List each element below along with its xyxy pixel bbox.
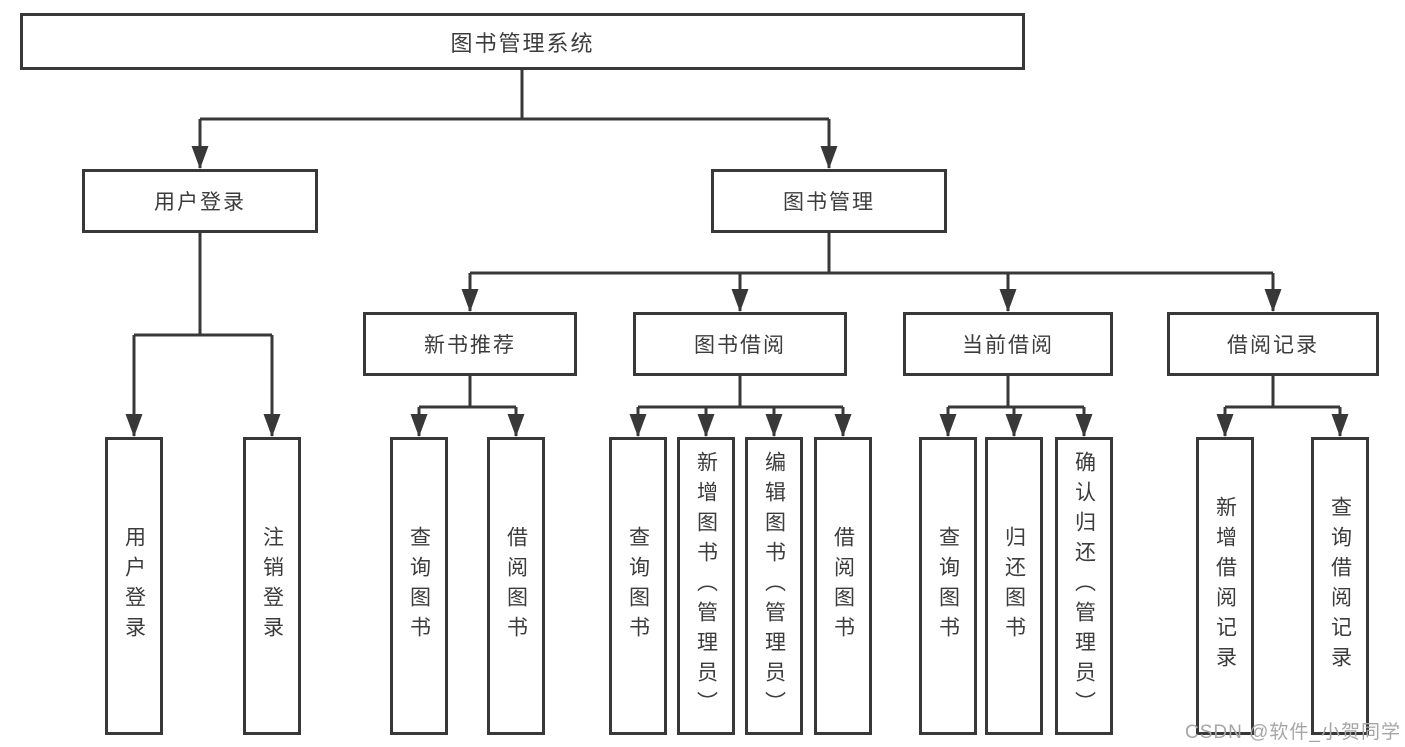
leaf-logout: 注销登录	[243, 437, 301, 735]
node-book-management: 图书管理	[711, 169, 947, 233]
connector-userlogin-leaves	[125, 233, 281, 437]
leaf-current-query-books: 查询图书	[919, 437, 977, 735]
leaf-newrec-borrow-books: 借阅图书	[487, 437, 545, 735]
leaf-borrow-query-books: 查询图书	[609, 437, 667, 735]
connector-root-to-level2	[191, 70, 838, 169]
connector-records-leaves	[1216, 376, 1349, 437]
node-borrow-records: 借阅记录	[1167, 312, 1379, 376]
connector-borrow-leaves	[629, 376, 852, 437]
leaf-current-confirm-return-admin: 确认归还（管理员）	[1055, 437, 1113, 735]
connector-newrec-leaves	[410, 376, 525, 437]
leaf-borrow-edit-books-admin: 编辑图书（管理员）	[745, 437, 803, 735]
node-current-borrow: 当前借阅	[903, 312, 1113, 376]
node-new-book-recommend: 新书推荐	[363, 312, 577, 376]
leaf-user-login: 用户登录	[105, 437, 163, 735]
leaf-records-add-record: 新增借阅记录	[1196, 437, 1254, 735]
node-user-login: 用户登录	[82, 169, 318, 233]
leaf-newrec-query-books: 查询图书	[390, 437, 448, 735]
connector-current-leaves	[939, 376, 1093, 437]
connector-bookmgmt-to-level3	[461, 233, 1282, 312]
leaf-borrow-borrow-books: 借阅图书	[814, 437, 872, 735]
node-book-borrow: 图书借阅	[633, 312, 847, 376]
leaf-borrow-add-books-admin: 新增图书（管理员）	[677, 437, 735, 735]
leaf-current-return-books: 归还图书	[985, 437, 1043, 735]
root-node-book-management-system: 图书管理系统	[20, 13, 1025, 70]
csdn-watermark: CSDN @软件_小贺同学	[1185, 722, 1401, 743]
leaf-records-query-record: 查询借阅记录	[1311, 437, 1369, 735]
